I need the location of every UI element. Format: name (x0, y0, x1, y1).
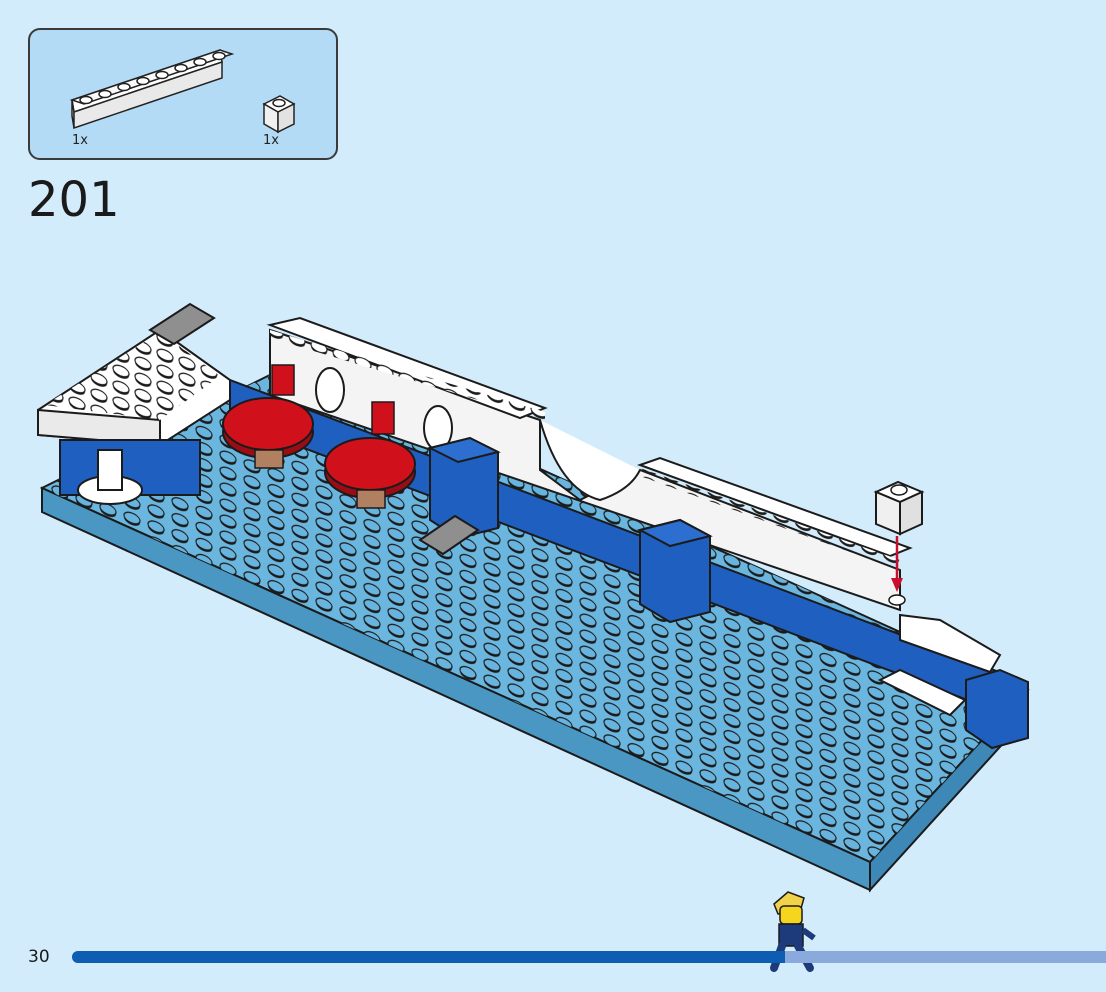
part-qty-1x8: 1x (72, 133, 88, 148)
grey-grilles (148, 302, 480, 556)
white-platform-left (37, 328, 231, 505)
page-number: 30 (28, 947, 50, 967)
blue-bricks (427, 436, 1029, 750)
placement-arrow (888, 536, 906, 606)
part-qty-1x1: 1x (263, 133, 279, 148)
white-wall (266, 316, 913, 612)
progress-bar-fill (72, 951, 786, 963)
parts-illustration (69, 49, 296, 134)
white-plates-right (877, 613, 1002, 717)
parts-callout: 1x 1x (28, 28, 338, 160)
part-white-brick-1x1 (262, 95, 296, 134)
part-white-brick-1x8 (69, 49, 235, 130)
progress-bar (72, 951, 1106, 963)
new-brick-1x1 (873, 480, 925, 536)
step-number: 201 (28, 172, 120, 228)
red-round-seats (222, 397, 416, 509)
